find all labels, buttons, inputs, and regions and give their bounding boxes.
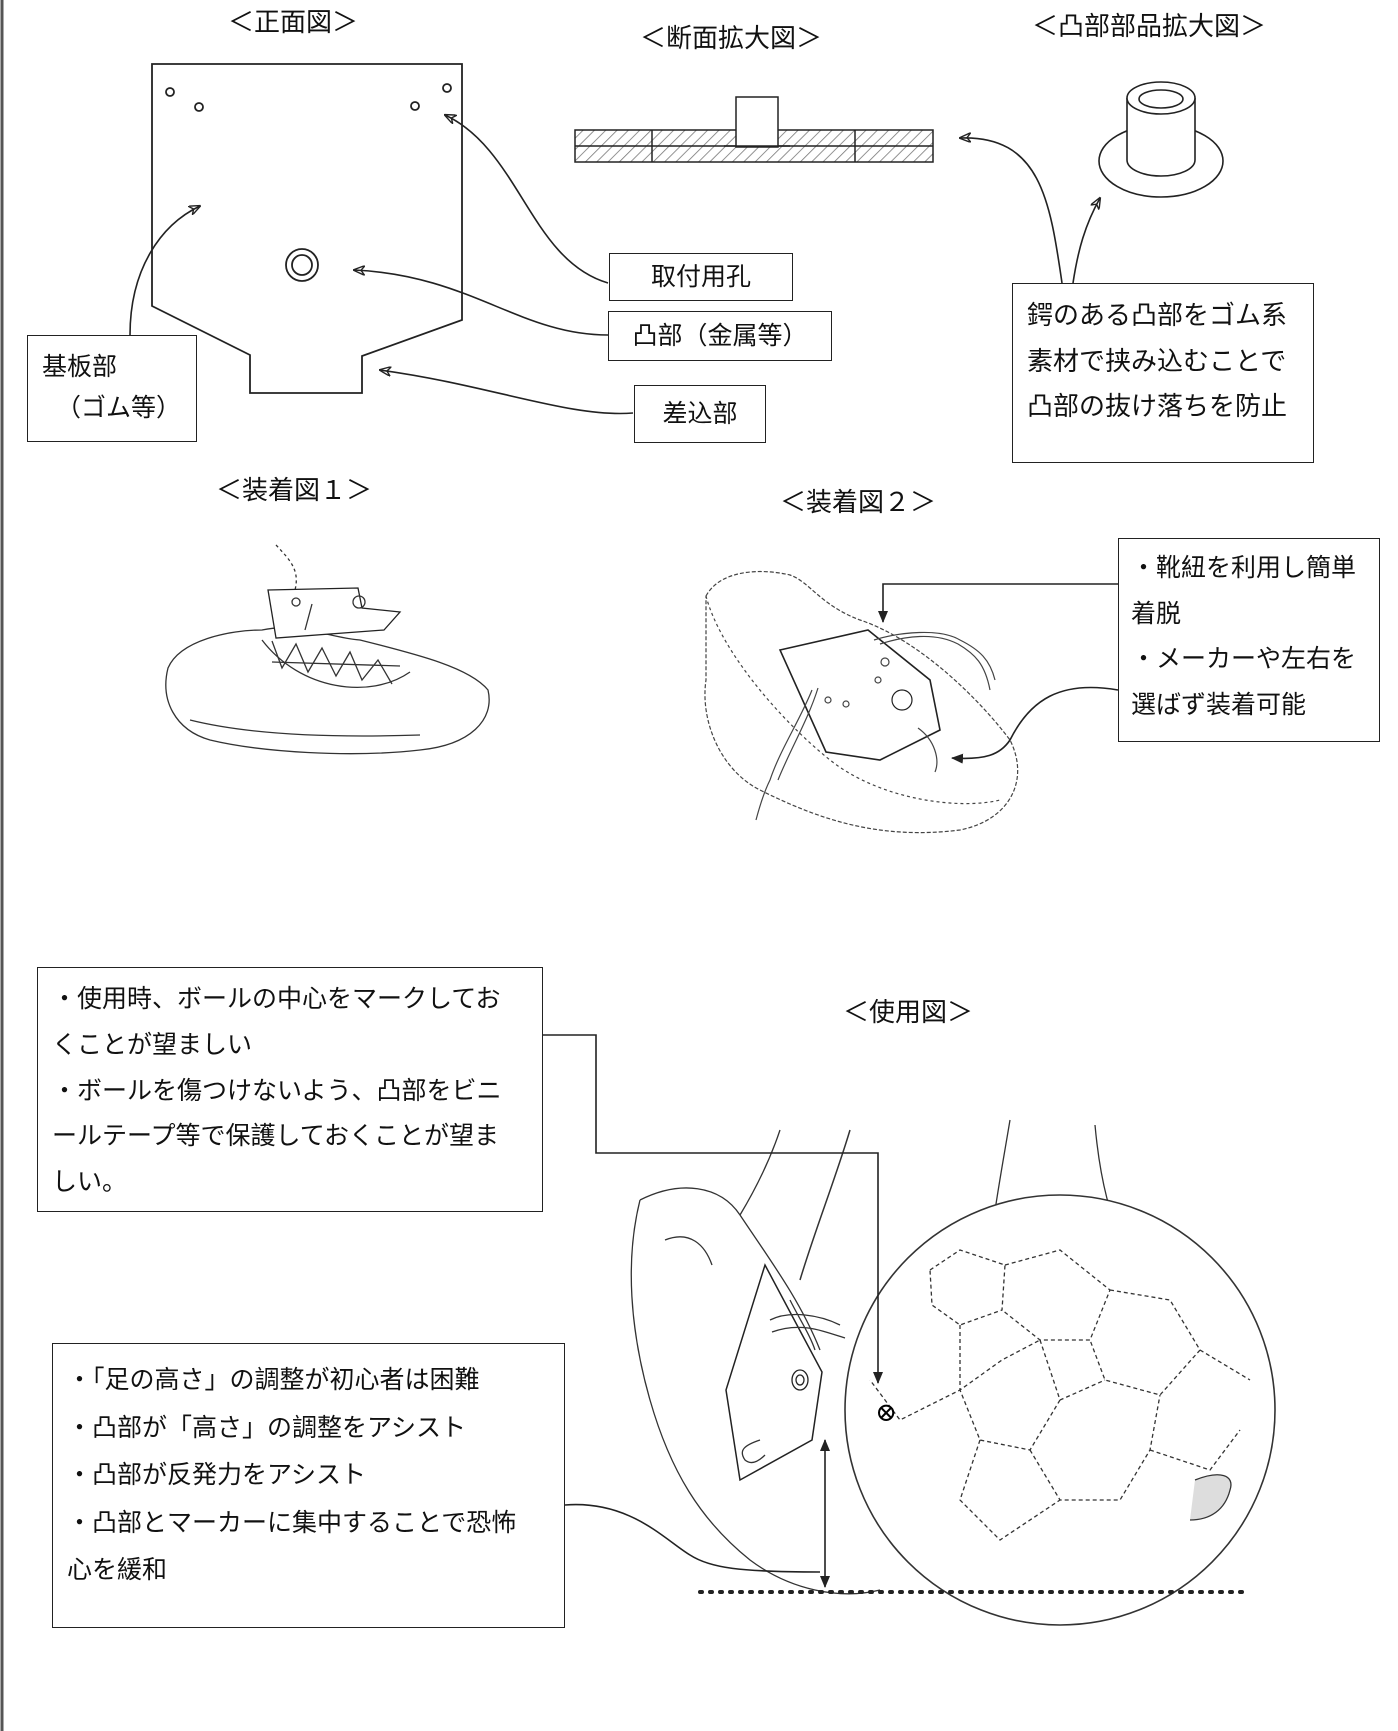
note-benefits-line: 心を緩和 [67,1555,168,1584]
note-usage-line: くことが望ましい [52,1029,253,1059]
note-benefits-line: ・凸部とマーカーに集中することで恐怖 [67,1507,517,1537]
ball-center-marker-icon: ⊗ [875,1398,897,1428]
label-convex-text: 凸部（金属等） [632,320,808,350]
label-base-line1: 基板部 [42,352,118,381]
note-laces-line: 選ばず装着可能 [1131,689,1307,719]
mounting-hole-icon [410,101,420,111]
part-view-title: ＜凸部部品拡大図＞ [1032,12,1267,42]
front-view-title: ＜正面図＞ [228,8,359,38]
leader-arrow-section [960,138,1063,284]
front-view-plate [151,63,463,394]
note-flange-line: 凸部の抜け落ちを防止 [1027,392,1288,422]
note-flange: 鍔のある凸部をゴム系 素材で挟み込むことで 凸部の抜け落ちを防止 [1012,283,1314,463]
convex-part-3d [1098,81,1224,198]
mounting-hole-icon [165,87,175,97]
mount2-title: ＜装着図２＞ [780,488,937,518]
section-view-title: ＜断面拡大図＞ [640,24,823,54]
leader-arrow-part [1072,198,1100,284]
usage-title: ＜使用図＞ [843,998,974,1028]
note-flange-line: 鍔のある凸部をゴム系 [1027,301,1288,331]
label-base-line2: （ゴム等） [56,393,182,423]
leader-arrows-front [129,115,634,415]
shoe-mount-2 [704,570,1019,834]
label-hole: 取付用孔 [609,253,793,301]
leader-arrows-mount2 [878,583,1119,764]
mounting-hole-icon [194,102,204,112]
label-convex: 凸部（金属等） [608,311,832,361]
note-usage-line: しい。 [52,1167,128,1196]
leader-arrows-usage [543,1034,883,1588]
label-base: 基板部 （ゴム等） [27,335,197,442]
shoe-mount-1 [165,544,490,755]
label-insert: 差込部 [634,385,766,443]
convex-part-icon [285,248,319,282]
note-laces-line: 着脱 [1131,598,1182,628]
note-laces-line: ・靴紐を利用し簡単 [1131,553,1357,582]
note-benefits-line: ・凸部が「高さ」の調整をアシスト [67,1412,467,1442]
note-benefits-line: ・凸部が反発力をアシスト [67,1460,367,1489]
label-insert-text: 差込部 [662,398,738,428]
note-usage-line: ールテープ等で保護しておくことが望ま [52,1121,500,1151]
usage-figure [630,1119,1276,1626]
section-diagram [574,96,934,163]
note-usage-line: ・ボールを傷つけないよう、凸部をビニ [52,1075,502,1105]
mount1-title: ＜装着図１＞ [216,476,373,506]
note-laces: ・靴紐を利用し簡単 着脱 ・メーカーや左右を 選ばず装着可能 [1118,538,1380,742]
mounting-hole-icon [442,83,452,93]
note-usage-line: ・使用時、ボールの中心をマークしてお [52,984,501,1013]
note-usage-tips: ・使用時、ボールの中心をマークしてお くことが望ましい ・ボールを傷つけないよう… [37,967,543,1212]
note-benefits-line: ・「足の高さ」の調整が初心者は困難 [67,1365,480,1394]
label-hole-text: 取付用孔 [650,261,751,291]
note-laces-line: ・メーカーや左右を [1131,644,1357,673]
note-flange-line: 素材で挟み込むことで [1027,346,1287,377]
note-benefits: ・「足の高さ」の調整が初心者は困難 ・凸部が「高さ」の調整をアシスト ・凸部が反… [52,1343,565,1628]
